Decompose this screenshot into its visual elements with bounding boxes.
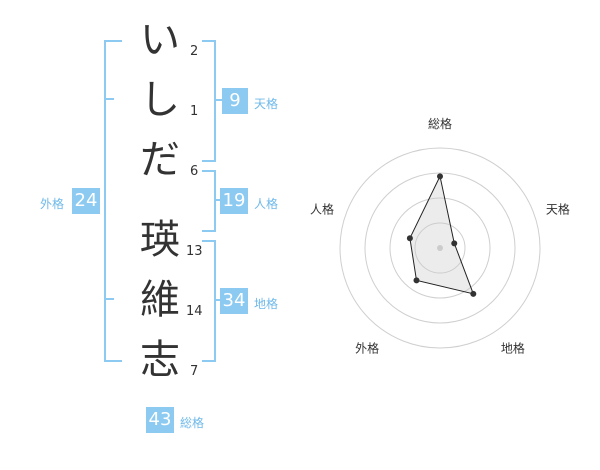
radar-axis-label: 総格 xyxy=(428,116,452,131)
radar-data-point xyxy=(413,277,420,284)
chikaku-bracket xyxy=(202,240,216,362)
stroke-count-1: 2 xyxy=(190,44,199,59)
stroke-count-6: 7 xyxy=(190,364,199,379)
jinkaku-bracket xyxy=(202,170,216,232)
name-char-4: 瑛 xyxy=(140,217,180,263)
name-char-3: だ xyxy=(140,137,180,183)
stroke-count-3: 6 xyxy=(190,164,199,179)
soukaku-value: 43 xyxy=(146,407,174,433)
bracket-tick xyxy=(214,299,222,301)
radar-axis-label: 外格 xyxy=(355,340,379,355)
bracket-tick xyxy=(214,199,222,201)
radar-grid-ring xyxy=(339,147,541,349)
gaikaku-label: 外格 xyxy=(40,197,65,211)
stroke-count-2: 1 xyxy=(190,104,199,119)
jinkaku-label: 人格 xyxy=(254,197,279,211)
radar-grid-ring xyxy=(414,222,466,274)
tenkaku-bracket xyxy=(202,40,216,162)
radar-axis-label: 人格 xyxy=(310,202,334,217)
name-char-6: 志 xyxy=(140,337,180,383)
stroke-count-5: 14 xyxy=(186,304,203,319)
radar-data-point xyxy=(437,173,443,180)
chikaku-value: 34 xyxy=(220,288,248,314)
radar-grid-ring xyxy=(364,172,516,324)
radar-data-point xyxy=(406,235,413,242)
radar-data-point xyxy=(470,290,477,297)
stroke-count-4: 13 xyxy=(186,244,203,259)
radar-center-dot xyxy=(437,245,443,251)
radar-data-point xyxy=(451,240,458,247)
tenkaku-value: 9 xyxy=(222,88,248,114)
bracket-tick xyxy=(104,98,114,100)
gaikaku-value: 24 xyxy=(72,188,100,214)
radar-data-polygon xyxy=(409,174,475,295)
jinkaku-value: 19 xyxy=(220,188,248,214)
radar-axis-label: 天格 xyxy=(546,202,570,217)
bracket-tick xyxy=(104,298,114,300)
tenkaku-label: 天格 xyxy=(254,97,279,111)
name-char-1: い xyxy=(140,17,180,63)
chikaku-label: 地格 xyxy=(254,297,279,311)
radar-grid-ring xyxy=(389,197,491,299)
soukaku-label: 総格 xyxy=(180,416,205,430)
name-char-5: 維 xyxy=(140,277,180,323)
bracket-tick xyxy=(214,99,222,101)
name-char-2: し xyxy=(140,77,180,123)
radar-axis-label: 地格 xyxy=(501,340,525,355)
gaikaku-bracket xyxy=(104,40,122,362)
